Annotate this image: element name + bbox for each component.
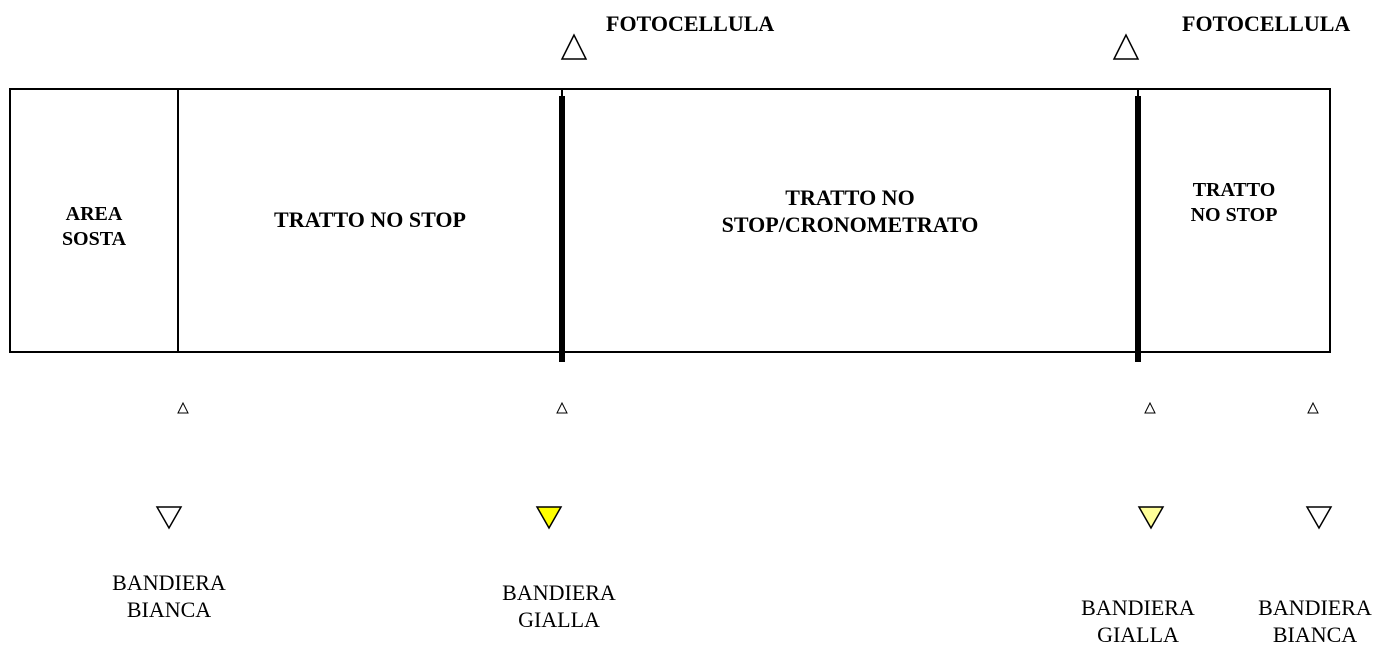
flag-label: BANDIERA GIALLA [1081,595,1195,647]
yellow-flag-icon [1137,506,1165,530]
marker-triangle-icon [1144,401,1156,414]
yellow-flag-icon [535,506,563,530]
zone-no-stop-label: TRATTO NO STOP [274,207,466,232]
photocell-label: FOTOCELLULA [1182,11,1351,36]
marker-triangle-icon [556,401,568,414]
marker-triangle-icon [177,401,189,414]
marker-triangle-icon [1307,401,1319,414]
flag-label: BANDIERA BIANCA [112,570,226,622]
photocell-triangle-icon [560,33,588,60]
zone-no-stop-end-label: TRATTO NO STOP [1190,179,1278,226]
photocell-label: FOTOCELLULA [606,11,775,36]
flag-label: BANDIERA GIALLA [502,580,616,632]
zone-area-sosta-label: AREA SOSTA [61,203,127,250]
zone-timed-label: TRATTO NO STOP/CRONOMETRATO [721,185,979,237]
white-flag-icon [155,506,183,530]
photocell-triangle-icon [1112,33,1140,60]
flag-label: BANDIERA BIANCA [1258,595,1372,647]
white-flag-icon [1305,506,1333,530]
